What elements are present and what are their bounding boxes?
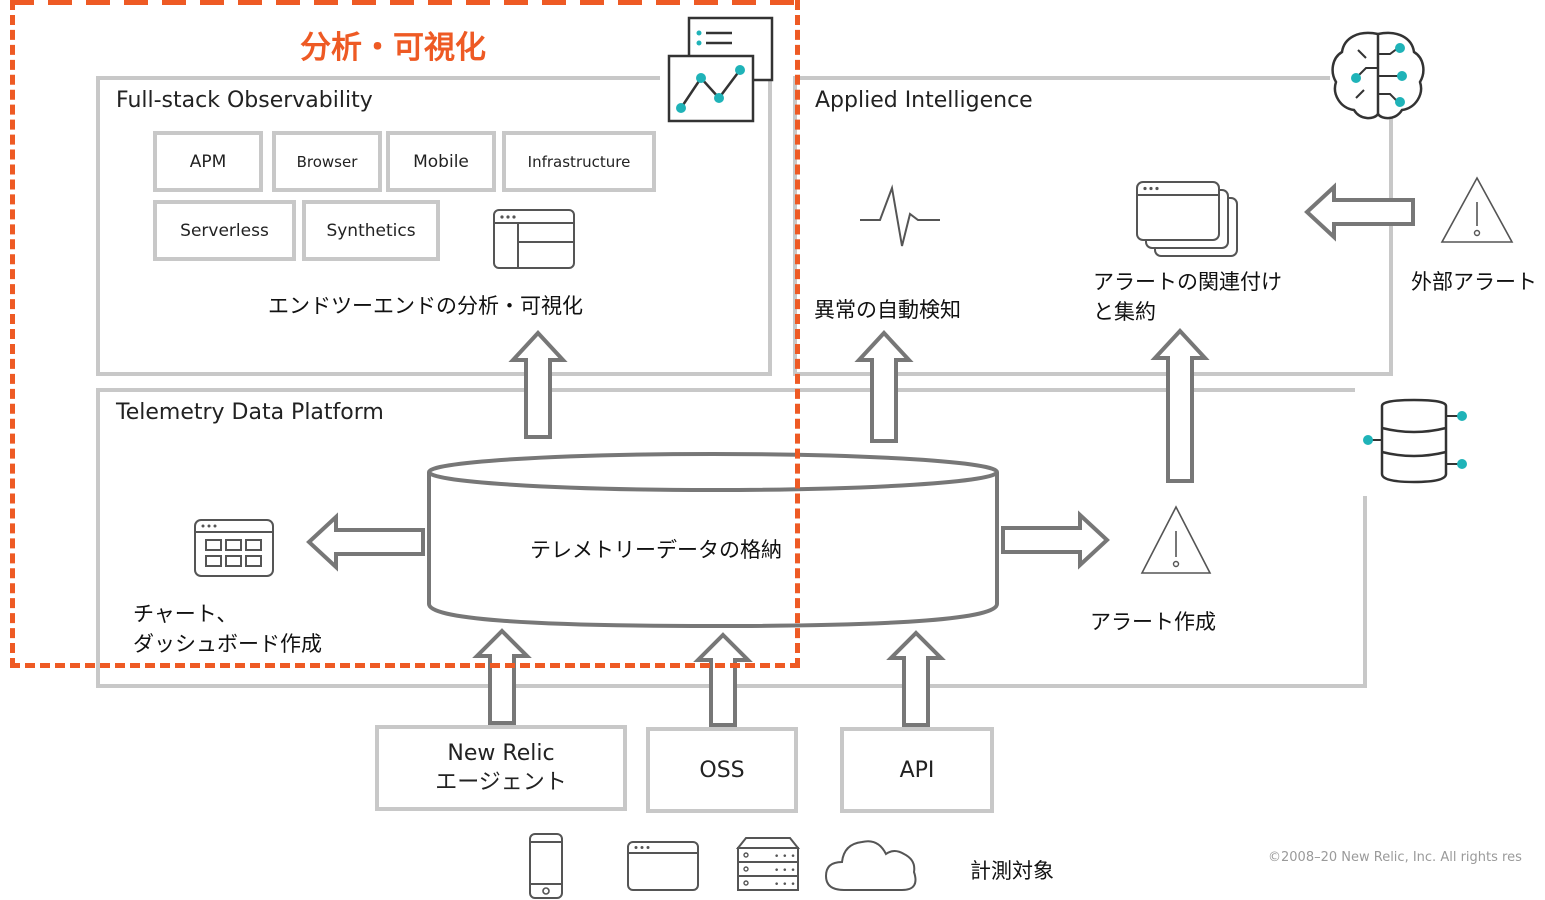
arrow-up-api: [886, 630, 946, 727]
telemetry-title: Telemetry Data Platform: [116, 400, 384, 425]
telemetry-storage-cylinder: [427, 452, 999, 629]
database-icon: [1363, 398, 1467, 484]
correlation-label-line1: アラートの関連付け: [1093, 270, 1282, 294]
arrow-up-to-correlation: [1150, 328, 1210, 483]
alert-creation-label: アラート作成: [1090, 610, 1216, 634]
source-api: API: [840, 727, 994, 813]
arrow-up-oss: [693, 632, 753, 727]
browser-window-icon: [493, 209, 575, 269]
source-newrelic-line2: エージェント: [435, 770, 567, 795]
browser-window-icon: [627, 841, 699, 891]
observability-panel: [96, 76, 772, 376]
dashboard-label-line2: ダッシュボード作成: [133, 632, 322, 656]
svg-text:• • •: • • •: [774, 866, 796, 876]
source-oss: OSS: [646, 727, 798, 813]
highlight-region: [10, 0, 800, 668]
server-rack-icon: • • • • • • • • •: [735, 837, 801, 891]
intelligence-title: Applied Intelligence: [815, 88, 1033, 113]
targets-label: 計測対象: [970, 859, 1054, 883]
product-serverless: Serverless: [153, 200, 296, 261]
arrow-up-to-observability: [508, 330, 568, 439]
highlight-title: 分析・可視化: [300, 30, 486, 66]
arrow-up-to-anomaly: [854, 330, 914, 443]
arrow-left-dashboard: [306, 512, 425, 572]
correlation-label-line2: と集約: [1093, 300, 1156, 324]
brain-network-icon: [1331, 31, 1425, 120]
svg-text:• • •: • • •: [774, 880, 796, 890]
source-oss-label: OSS: [699, 757, 745, 783]
copyright-text: ©2008–20 New Relic, Inc. All rights res: [1268, 850, 1522, 865]
product-apm: APM: [153, 131, 263, 192]
telemetry-panel-right-edge: [1363, 495, 1367, 688]
observability-title: Full-stack Observability: [116, 88, 373, 113]
warning-icon: [1440, 176, 1514, 243]
svg-text:• • •: • • •: [774, 852, 796, 862]
observability-caption: エンドツーエンドの分析・可視化: [268, 294, 583, 318]
highlight-border-top: [10, 0, 800, 5]
arrow-left-external: [1304, 182, 1415, 242]
mobile-phone-icon: [529, 833, 563, 899]
product-mobile: Mobile: [386, 131, 496, 192]
pulse-icon: [860, 184, 940, 247]
dashboard-label-line1: チャート、: [133, 602, 238, 626]
arrow-right-alert: [1001, 510, 1110, 570]
source-newrelic-line1: New Relic: [447, 741, 555, 766]
source-newrelic-agent: New Relic エージェント: [375, 725, 627, 811]
product-browser: Browser: [272, 131, 382, 192]
anomaly-label: 異常の自動検知: [814, 298, 961, 322]
product-synthetics: Synthetics: [302, 200, 440, 261]
storage-label: テレメトリーデータの格納: [530, 538, 782, 562]
warning-icon: [1140, 505, 1212, 574]
cloud-icon: [824, 840, 917, 891]
chart-window-icon: [667, 16, 774, 123]
external-alert-label: 外部アラート: [1411, 270, 1537, 294]
stacked-windows-icon: [1136, 181, 1238, 257]
source-api-label: API: [899, 757, 935, 783]
dashboard-grid-icon: [194, 519, 274, 577]
product-infrastructure: Infrastructure: [502, 131, 656, 192]
arrow-up-newrelic: [472, 628, 532, 725]
